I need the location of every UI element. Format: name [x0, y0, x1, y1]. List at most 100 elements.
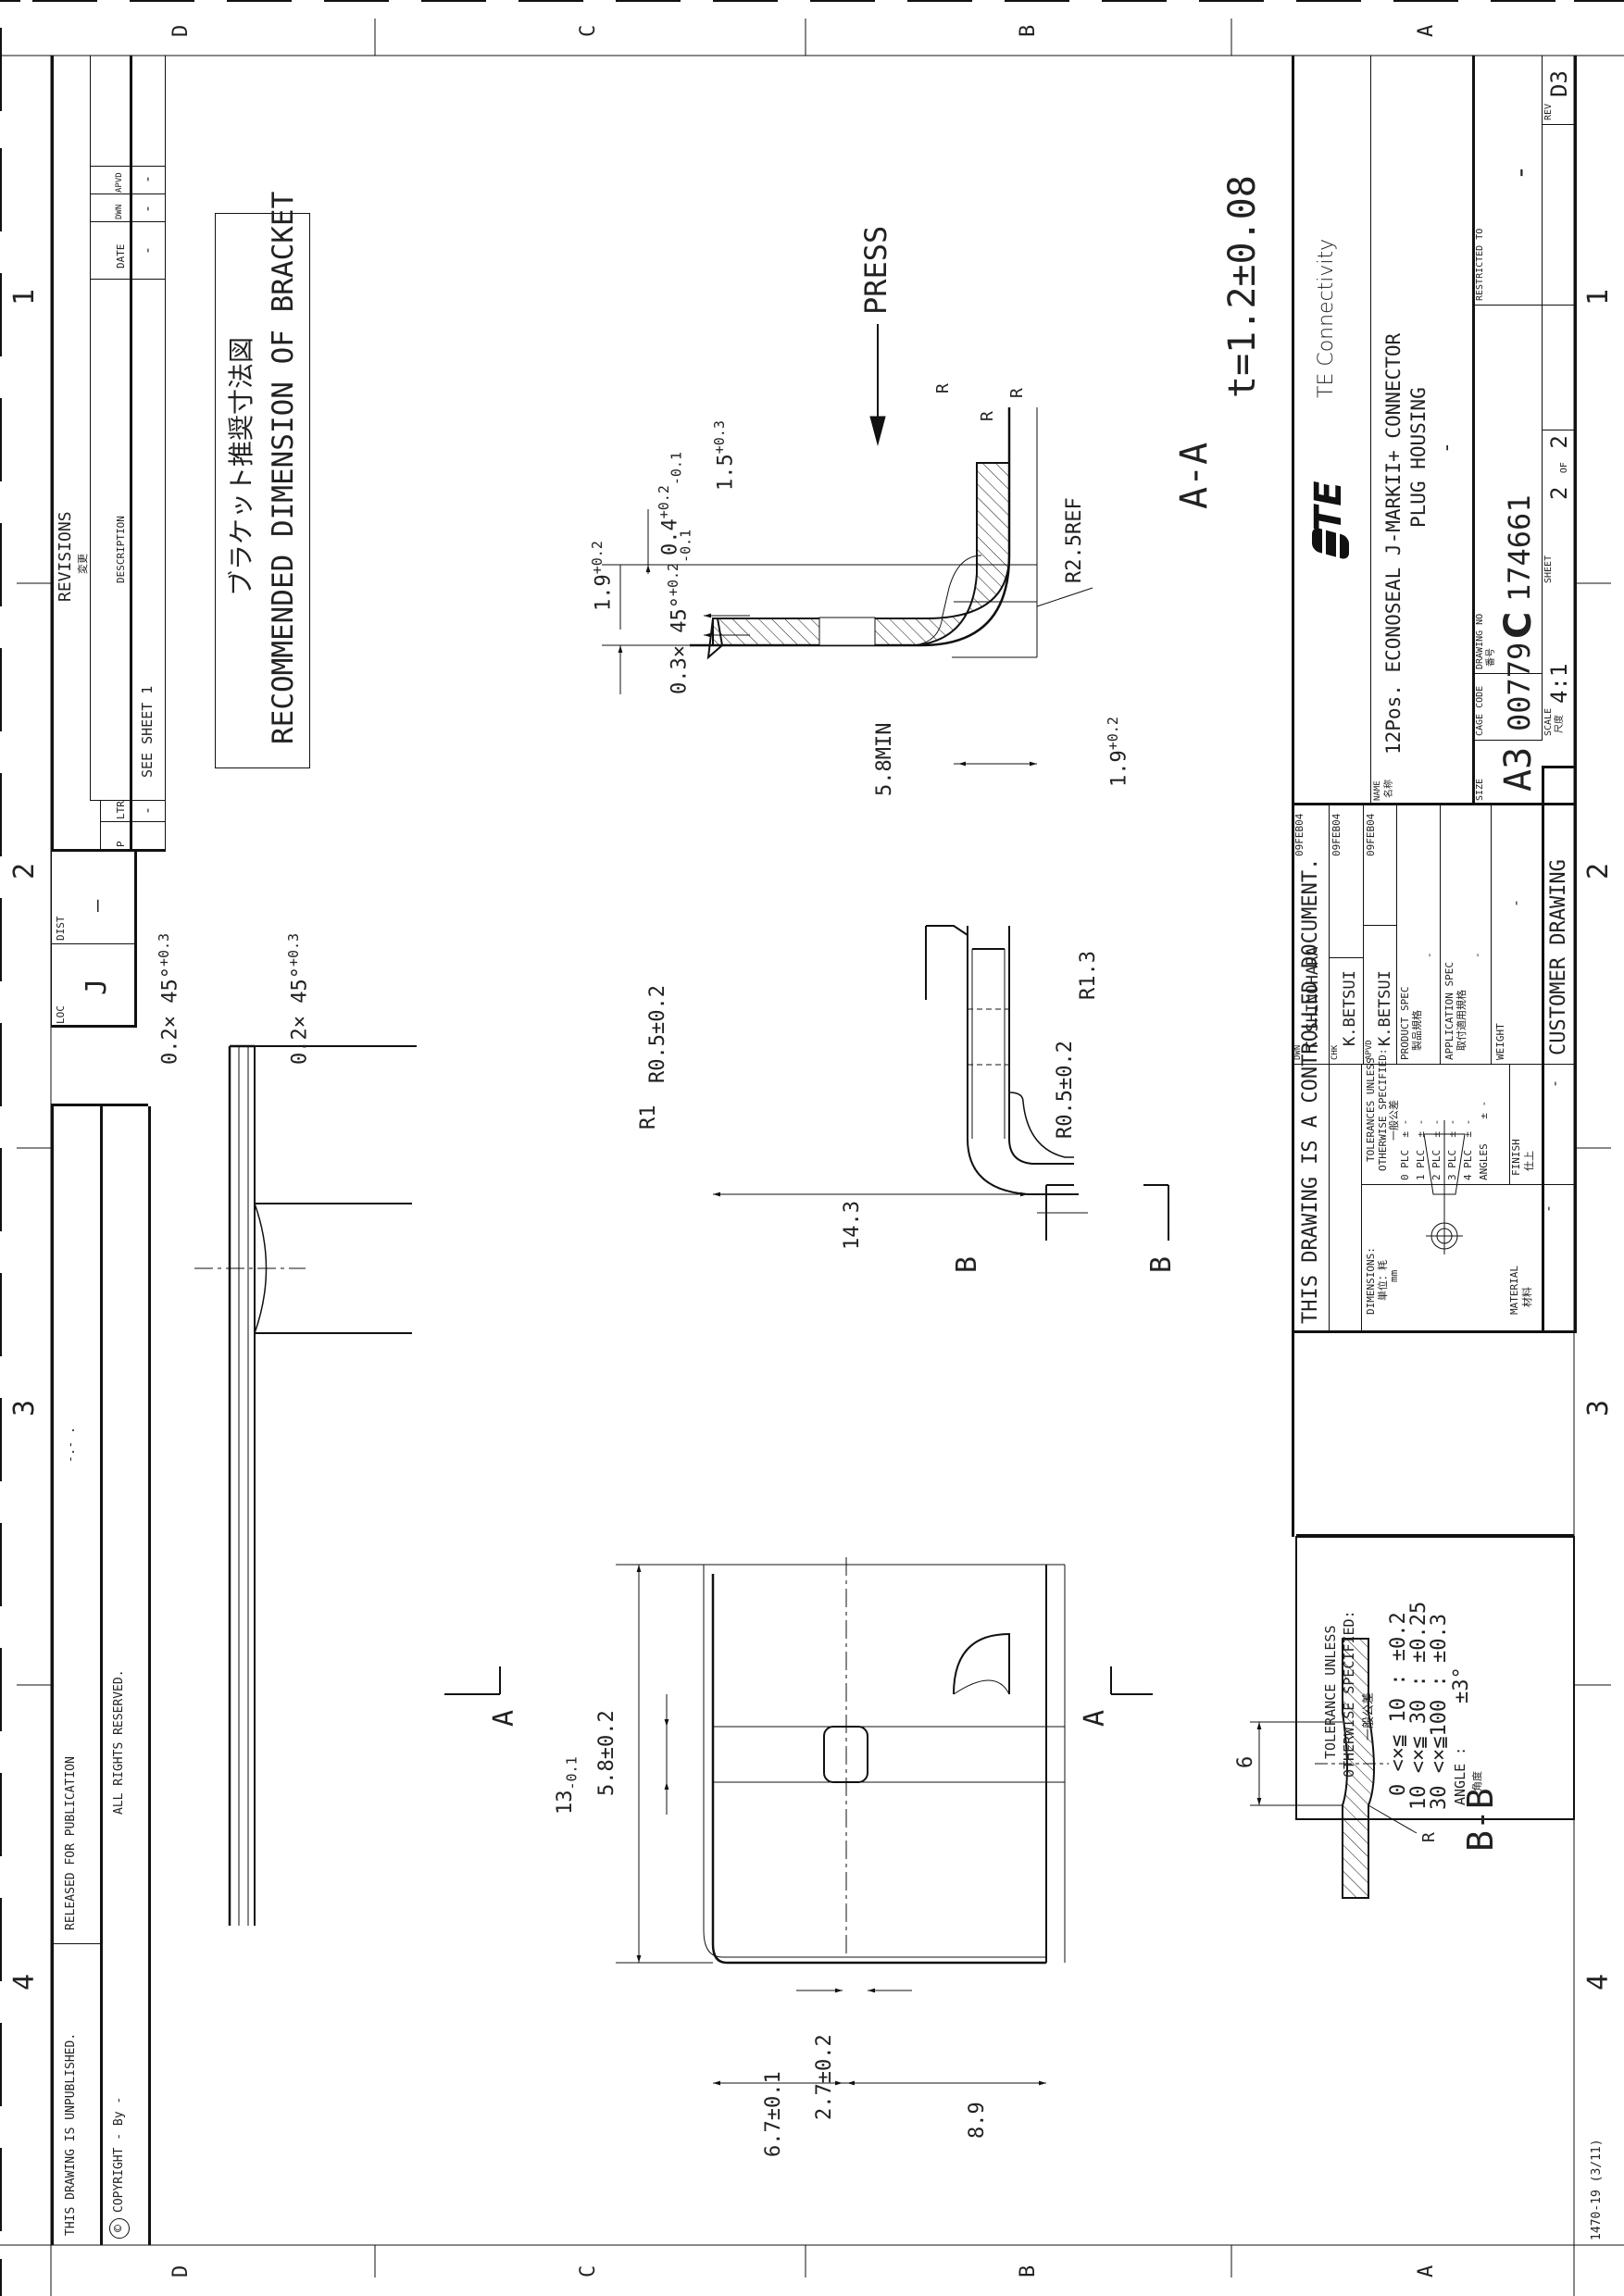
radius-r0-5-b: R0.5±0.2 — [1054, 1041, 1077, 1139]
plc-4: 4 PLC ± - — [1462, 1118, 1474, 1180]
gen-tol-title-2: OTHERWISE SPECIFIED: — [1341, 1610, 1357, 1778]
plc-2: 2 PLC ± - — [1430, 1118, 1443, 1180]
sheet-value: 2 OF 2 — [1546, 435, 1572, 500]
side-view-geometry — [925, 925, 1169, 1241]
gen-tol-title-1: TOLERANCE UNLESS — [1322, 1625, 1339, 1760]
dim-6-7: 6.7±0.1 — [762, 2071, 785, 2157]
material-value: - — [1540, 1204, 1556, 1213]
end-chamfer-2: 0.2× 45°+0.3 — [285, 932, 312, 1065]
application-spec-jp: 取付適用規格 — [1455, 990, 1468, 1051]
apvd-label: APVD — [1365, 1040, 1374, 1060]
radius-r0-5-a: R0.5±0.2 — [646, 985, 669, 1083]
product-spec-value: - — [1423, 952, 1435, 958]
radius-r-1: R — [933, 383, 953, 393]
radius-r-2: R — [978, 411, 997, 421]
cage-code-value: 00779 — [1502, 642, 1537, 731]
gen-tol-angle-value: ±3° — [1450, 1666, 1473, 1703]
application-spec-value: - — [1471, 952, 1483, 958]
tolerances-title-1: TOLERANCES UNLESS — [1365, 1057, 1377, 1162]
product-spec-label: PRODUCT SPEC — [1399, 986, 1411, 1060]
dim-1-9-bottom: 1.9+0.2 — [1105, 717, 1131, 787]
end-chamfer-1: 0.2× 45°+0.3 — [156, 932, 182, 1065]
chk-date: 09FEB04 — [1330, 813, 1343, 856]
sheet-label: SHEET — [1543, 555, 1554, 583]
weight-value: - — [1507, 898, 1524, 907]
part-name-line-2: PLUG HOUSING — [1407, 387, 1430, 528]
te-logo-icon: TE — [1305, 444, 1352, 561]
dwn-label: DWN — [1293, 1044, 1303, 1060]
rev-label: REV — [1543, 103, 1554, 120]
press-label: PRESS — [858, 225, 893, 315]
customer-drawing-label: CUSTOMER DRAWING — [1547, 859, 1570, 1055]
part-name-line-3: - — [1435, 442, 1457, 454]
dim-6: 6 — [1234, 1755, 1257, 1768]
end-view-geometry — [194, 1044, 417, 1926]
radius-r-3: R — [1007, 388, 1027, 398]
name-label: NAME — [1373, 780, 1382, 801]
dim-1-9-top: 1.9+0.2 — [589, 541, 616, 611]
cage-code-label: CAGE CODE — [1475, 685, 1485, 736]
angles-row: ANGLES ± - — [1478, 1100, 1490, 1180]
projection-symbol-icon — [1417, 1102, 1472, 1268]
dim-8-9: 8.9 — [966, 2102, 989, 2139]
radius-r-bb: R — [1419, 1832, 1439, 1842]
te-logo-text: TE — [1307, 480, 1350, 531]
gen-tol-angle: ANGLE : — [1452, 1746, 1468, 1805]
section-mark-a-right: A — [1079, 1709, 1111, 1727]
scale-label: SCALE — [1543, 707, 1554, 736]
controlled-document-notice: THIS DRAWING IS A CONTROLLED DOCUMENT. — [1299, 857, 1322, 1324]
dimensions-jp: 単位：粍 — [1377, 1260, 1389, 1301]
radius-r1-3: R1.3 — [1077, 951, 1100, 1000]
plc-1: 1 PLC ± - — [1415, 1118, 1427, 1180]
material-jp: 材料 — [1521, 1287, 1533, 1307]
finish-label: FINISH — [1510, 1139, 1522, 1176]
radius-r1: R1 — [637, 1104, 660, 1130]
application-spec-label: APPLICATION SPEC — [1443, 962, 1455, 1060]
scale-jp: 尺度 — [1555, 715, 1565, 733]
radius-r2-5-ref: R2.5REF — [1063, 497, 1086, 583]
dimensions-unit: mm — [1388, 1269, 1400, 1282]
plc-3: 3 PLC ± - — [1446, 1118, 1458, 1180]
weight-label: WEIGHT — [1494, 1023, 1506, 1060]
name-jp: 名称 — [1384, 780, 1394, 798]
rev-value: D3 — [1546, 70, 1572, 97]
dim-5-8-min: 5.8MIN — [873, 722, 896, 796]
plc-0: 0 PLC ± - — [1399, 1118, 1411, 1180]
finish-value: - — [1546, 1079, 1563, 1088]
dimensions-label: DIMENSIONS: — [1365, 1247, 1377, 1315]
company-name: TE Connectivity — [1315, 238, 1338, 398]
plan-view-geometry — [444, 1192, 1153, 2086]
finish-jp: 仕上 — [1523, 1151, 1535, 1171]
restricted-to-value: - — [1505, 165, 1535, 181]
chk-label: CHK — [1330, 1044, 1340, 1060]
dim-14-3: 14.3 — [841, 1201, 864, 1250]
section-bb-geometry — [1250, 1638, 1418, 1899]
section-aa-label: A-A — [1173, 442, 1216, 509]
dwn-name: T.SHINOHARA — [1304, 946, 1322, 1051]
dim-1-5: 1.5+0.3 — [711, 420, 738, 491]
material-thickness: t=1.2±0.08 — [1221, 175, 1264, 398]
drawing-number: 174661 — [1502, 494, 1537, 602]
scale-value: 4:1 — [1546, 663, 1572, 704]
material-label: MATERIAL — [1508, 1266, 1520, 1315]
dim-2-7: 2.7±0.2 — [813, 2034, 836, 2120]
gen-tol-row-3: 30 <×≦100 : ±0.3 — [1428, 1614, 1451, 1810]
dim-13: 13-0.1 — [554, 1756, 581, 1815]
gen-tol-title-jp: 一般公差 — [1362, 1691, 1376, 1741]
section-aa-geometry — [602, 324, 1093, 767]
size-label: SIZE — [1475, 778, 1485, 801]
apvd-date: 09FEB04 — [1365, 813, 1377, 856]
drawing-no-prefix: C — [1497, 611, 1540, 639]
gen-tol-angle-jp: 角度 — [1471, 1771, 1483, 1791]
size-value: A3 — [1497, 746, 1540, 792]
part-name-line-1: 12Pos. ECONOSEAL J-MARKII+ CONNECTOR — [1382, 332, 1405, 755]
restricted-to-label: RESTRICTED TO — [1475, 228, 1485, 301]
gen-tol-row-1: 0 <×≦ 10 : ±0.2 — [1387, 1612, 1410, 1796]
dim-chamfer-0-3: 0.3× 45°+0.2-0.1 — [665, 529, 694, 694]
dim-5-8-slot: 5.8±0.2 — [595, 1710, 618, 1796]
chk-name: K.BETSUI — [1341, 970, 1359, 1046]
section-mark-b-left: B — [951, 1255, 983, 1273]
